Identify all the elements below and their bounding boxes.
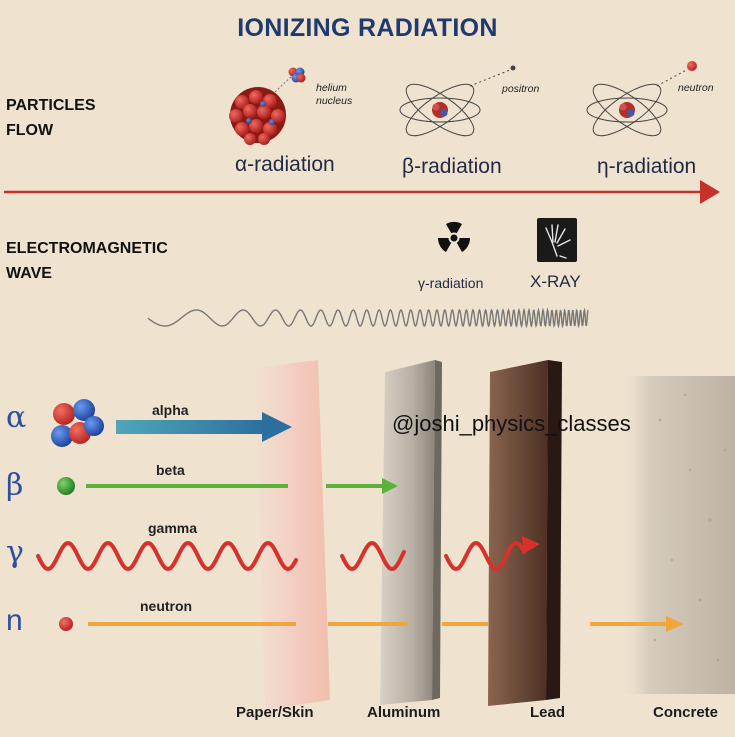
- neutron-atom: [586, 61, 697, 137]
- neutron-particle: [59, 617, 73, 631]
- shield-label-aluminum: Aluminum: [367, 704, 441, 721]
- beta-atom: [399, 65, 516, 137]
- concrete-shield-shape: [620, 376, 735, 694]
- radiation-trefoil-icon: [437, 221, 471, 252]
- helium-caption-line2: nucleus: [316, 95, 353, 107]
- neutron-beam: [88, 622, 296, 626]
- particles-flow-label-line2: FLOW: [6, 122, 54, 139]
- beta-radiation-label: β-radiation: [402, 155, 502, 178]
- paper-skin-shield-shape: [255, 360, 330, 710]
- gamma-wave-3: [444, 540, 526, 572]
- gamma-wave-arrowhead: [522, 536, 540, 554]
- gamma-beam-label: gamma: [148, 520, 198, 536]
- alpha-particle: [51, 399, 104, 447]
- helium-caption-line1: helium: [316, 82, 347, 94]
- alpha-beam-label: alpha: [152, 402, 189, 418]
- particles-flow-label: PARTICLES FLOW: [6, 93, 206, 143]
- helium-nucleus-caption: helium nucleus: [316, 82, 352, 108]
- beta-beam-label: beta: [156, 462, 185, 478]
- gamma-wave-1: [36, 540, 298, 572]
- beta-beam: [86, 484, 288, 488]
- beta-symbol: β: [6, 468, 24, 503]
- em-wave-squiggle: [147, 307, 589, 329]
- particles-flow-arrowhead: [700, 180, 720, 204]
- neutron-symbol: n: [6, 604, 23, 637]
- alpha-radiation-label: α-radiation: [235, 153, 335, 176]
- gamma-wave-2: [340, 540, 406, 572]
- gamma-symbol: γ: [6, 535, 24, 570]
- neutron-caption: neutron: [678, 82, 714, 94]
- eta-radiation-label: η-radiation: [597, 155, 697, 178]
- em-wave-label-line1: ELECTROMAGNETIC: [6, 240, 168, 257]
- shield-label-paper-skin: Paper/Skin: [236, 704, 314, 721]
- beta-particle: [57, 477, 75, 495]
- em-wave-label-line2: WAVE: [6, 265, 52, 282]
- alpha-beam-arrowhead: [262, 412, 292, 442]
- neutron-beam-arrowhead: [666, 616, 684, 632]
- neutron-beam-label: neutron: [140, 598, 193, 614]
- aluminum-shield-shape: [380, 360, 435, 705]
- shield-label-concrete: Concrete: [653, 704, 719, 721]
- helium-nucleus-cluster: [229, 67, 306, 145]
- hand-xray-icon: [537, 218, 577, 262]
- xray-label: X-RAY: [530, 272, 581, 291]
- positron-caption: positron: [502, 83, 540, 95]
- beta-beam-arrowhead: [382, 478, 398, 494]
- watermark-handle: @joshi_physics_classes: [392, 411, 631, 436]
- alpha-symbol: α: [6, 400, 27, 435]
- gamma-radiation-label: γ-radiation: [418, 275, 484, 291]
- shield-label-lead: Lead: [530, 704, 566, 721]
- lead-shield-shape: [488, 360, 548, 706]
- alpha-beam: [116, 420, 266, 434]
- particles-flow-label-line1: PARTICLES: [6, 97, 96, 114]
- page-title: IONIZING RADIATION: [237, 14, 498, 42]
- em-wave-label: ELECTROMAGNETIC WAVE: [6, 236, 206, 286]
